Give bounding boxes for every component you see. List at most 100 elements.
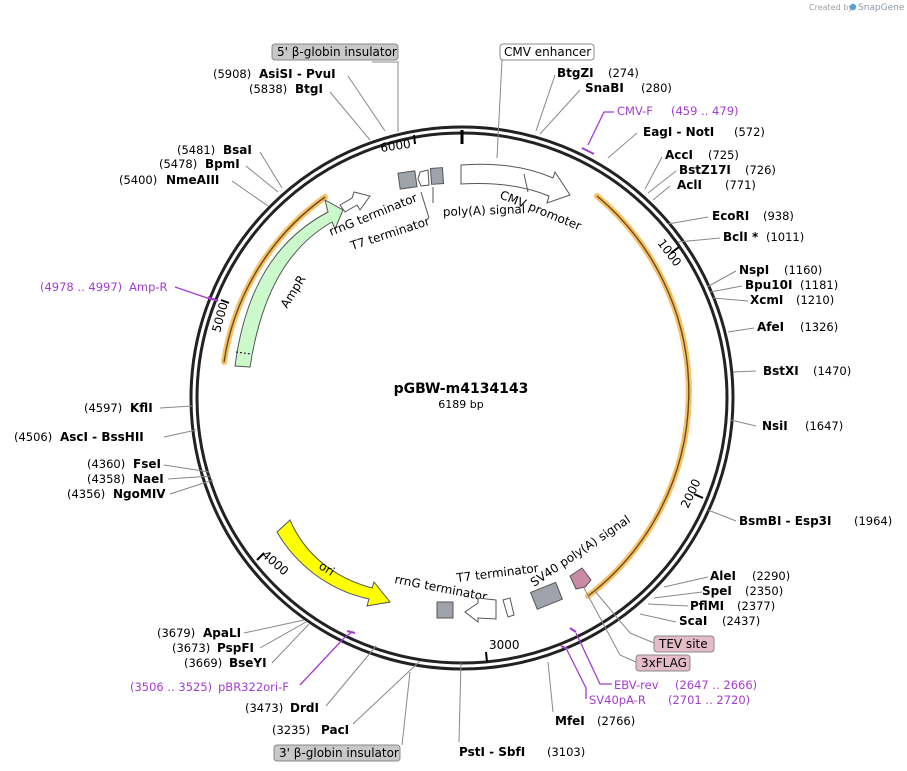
site-xcmi-name: XcmI <box>750 293 783 307</box>
leader-bsmbi <box>707 509 737 522</box>
primer-marks <box>174 111 614 699</box>
highlight-arc-right-core <box>587 195 690 597</box>
site-btgzi-pos: (274) <box>608 66 639 80</box>
leader-fsei <box>163 464 210 473</box>
primer-ampr-name: Amp-R <box>129 280 168 294</box>
site-bstxi-name: BstXI <box>763 364 799 378</box>
site-bsai-pos: (5481) <box>177 143 215 157</box>
highlight-arc-left-core <box>223 196 326 363</box>
primer-pbr322-name: pBR322ori-F <box>218 680 289 694</box>
polyA-block <box>429 167 445 185</box>
site-bstxi-pos: (1470) <box>813 364 851 378</box>
leader-nmeaiii <box>231 180 269 207</box>
rrng-terminator-bottom-block <box>436 601 454 619</box>
leader-pflmi <box>647 603 689 607</box>
site-alei-pos: (2290) <box>752 569 790 583</box>
site-snabi-name: SnaBI <box>585 81 624 95</box>
tick-label-6000: 6000 <box>379 137 411 155</box>
site-bpu10i-name: Bpu10I <box>745 278 792 292</box>
leader-drdi <box>325 645 377 707</box>
t7-terminator-bottom-label: T7 terminator <box>455 561 540 585</box>
site-mfei-name: MfeI <box>555 714 585 728</box>
primer-labels: CMV-F (459 .. 479) EBV-rev (2647 .. 2666… <box>40 104 757 707</box>
snapgene-logo-icon <box>849 3 857 11</box>
leader-acci <box>644 156 663 190</box>
highlight-arcs <box>221 193 692 599</box>
primer-ebvrev-range: (2647 .. 2666) <box>675 678 757 692</box>
site-drdi-name: DrdI <box>290 701 319 715</box>
tick-6000 <box>413 134 416 145</box>
tick-4000 <box>256 552 265 561</box>
globin3-box <box>273 744 401 762</box>
site-naei-name: NaeI <box>133 472 164 486</box>
site-snabi-pos: (280) <box>641 81 672 95</box>
site-acli-pos: (771) <box>725 178 756 192</box>
primer-ampr-range: (4978 .. 4997) <box>40 280 122 294</box>
ori-arrow <box>276 519 391 607</box>
leader-globin5 <box>372 61 399 132</box>
leader-psti <box>458 662 462 743</box>
primer-sv40par-leader <box>566 649 587 699</box>
leader-lines <box>159 59 757 746</box>
site-bsmbi-pos: (1964) <box>854 514 892 528</box>
primer-sv40par-mark <box>560 645 569 650</box>
backbone-outer <box>189 125 735 671</box>
flag-tev-arrow <box>569 567 592 590</box>
leader-eagi <box>607 132 638 159</box>
site-nmeaiii-pos: (5400) <box>119 173 157 187</box>
plasmid-name: pGBW-m4134143 <box>394 381 529 397</box>
ampr-label: AmpR <box>278 273 309 311</box>
primer-ebvrev-mark <box>569 627 577 633</box>
ampr-dotted-marker <box>235 351 252 355</box>
site-ngomiv-pos: (4356) <box>67 487 105 501</box>
leader-cmv-enhancer <box>496 59 503 159</box>
site-acli-name: AclI <box>677 178 702 192</box>
primer-pbr322-range: (3506 .. 3525) <box>130 680 212 694</box>
site-btgi-pos: (5838) <box>249 82 287 96</box>
site-bseyi-pos: (3669) <box>184 656 222 670</box>
leader-bstz17i <box>647 170 677 194</box>
site-psti-name: PstI - SbfI <box>459 745 525 759</box>
site-paci-name: PacI <box>321 723 349 737</box>
flag-box-text: 3xFLAG <box>641 656 687 670</box>
site-pflmi-pos: (2377) <box>737 599 775 613</box>
site-kfli-pos: (4597) <box>84 401 122 415</box>
primer-ebvrev-leader <box>575 632 612 685</box>
polyA-signal-label: poly(A) signal <box>443 202 526 219</box>
boxed-labels: 5' β-globin insulator CMV enhancer TEV s… <box>271 43 715 762</box>
leader-bstxi <box>732 370 757 373</box>
tick-label-1000: 1000 <box>655 236 685 269</box>
site-psti-pos: (3103) <box>547 745 585 759</box>
tev-box <box>653 635 715 653</box>
leader-mfei <box>547 661 554 713</box>
leader-bcli <box>677 237 721 243</box>
leader-scai <box>639 613 677 623</box>
leader-nsii <box>730 419 757 427</box>
leader-bpu10i <box>709 285 743 293</box>
site-bcli-pos: (1011) <box>766 230 804 244</box>
leader-afei <box>727 327 755 333</box>
primer-ampr-mark <box>207 296 219 302</box>
cmv-promoter-arrow <box>460 163 571 204</box>
site-scai-pos: (2437) <box>722 614 760 628</box>
leader-asisi <box>347 75 386 132</box>
sv40-polyA-block <box>529 581 564 610</box>
globin5-box <box>271 43 399 61</box>
tick-label-3000: 3000 <box>489 638 520 652</box>
primer-ampr-leader <box>174 286 214 301</box>
site-asisi-name: AsiSI - PvuI <box>259 67 336 81</box>
leader-snabi <box>539 89 581 135</box>
credit-brand: SnapGene <box>858 3 905 13</box>
ampr-arrow <box>234 199 344 368</box>
site-drdi-pos: (3473) <box>245 701 283 715</box>
leader-globin3 <box>401 671 411 746</box>
site-pspfi-name: PspFI <box>217 641 254 655</box>
site-alei-name: AleI <box>710 569 736 583</box>
plasmid-title: pGBW-m4134143 6189 bp <box>394 381 529 411</box>
tick-2000 <box>693 493 704 499</box>
site-eagi-name: EagI - NotI <box>643 125 714 139</box>
leader-spei <box>653 591 703 599</box>
site-bseyi-name: BseYI <box>229 656 267 670</box>
leader-naei <box>167 475 212 480</box>
